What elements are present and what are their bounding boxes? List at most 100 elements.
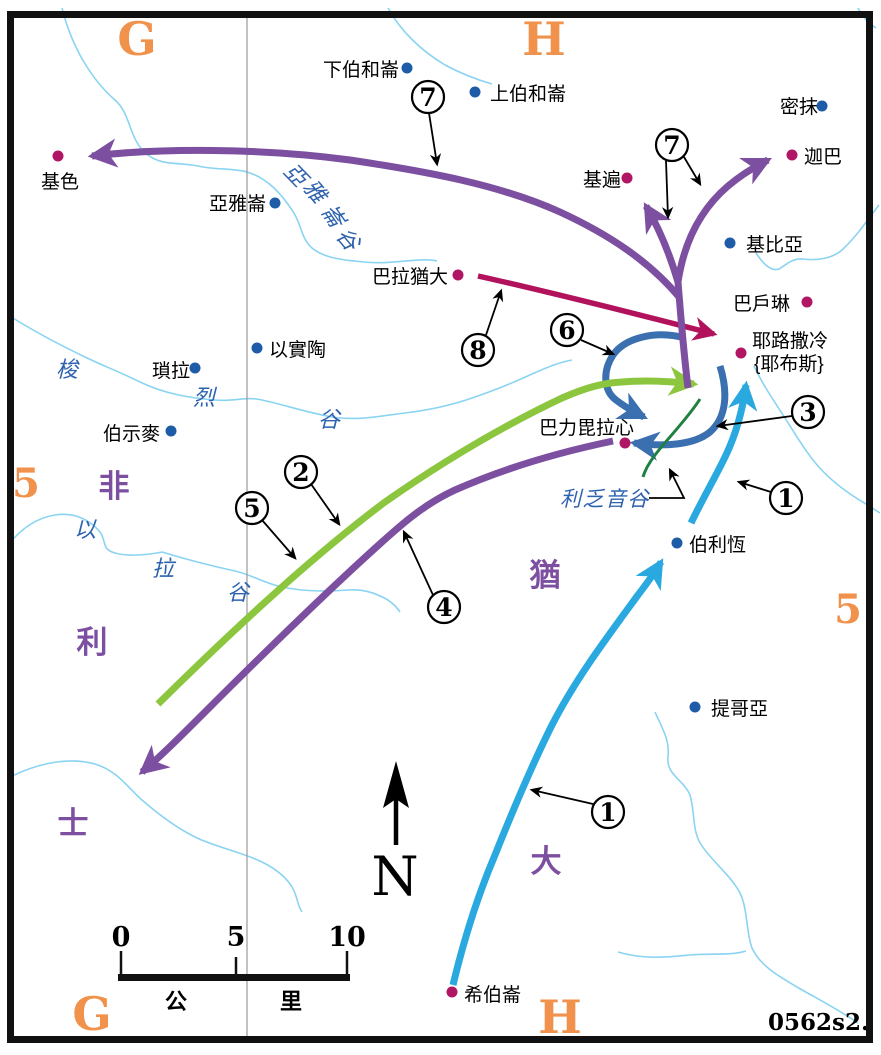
badge-1b-circle bbox=[590, 794, 626, 830]
badge-3-circle bbox=[790, 394, 826, 430]
badge-7b-number: 7 bbox=[663, 131, 680, 160]
city-labels: 基色 下伯和崙 上伯和崙 密抹 迦巴 基遍 基比亞 亞雅崙 巴拉猶大 巴戶琳 耶… bbox=[41, 59, 842, 1006]
badge-7b: 7 bbox=[654, 127, 690, 163]
bahurim-label: 巴戶琳 bbox=[733, 293, 790, 315]
badge-1a-circle bbox=[768, 480, 804, 516]
region-labels: 非 利 士 猶 大 bbox=[58, 469, 562, 879]
gibeon-label: 基遍 bbox=[583, 169, 621, 191]
lower-beth-horon-label: 下伯和崙 bbox=[323, 59, 399, 81]
baalah-judah-label: 巴拉猶大 bbox=[372, 266, 448, 288]
badge-5: 5 bbox=[234, 490, 270, 526]
badge-5-number: 5 bbox=[243, 494, 260, 523]
badge-1a-number: 1 bbox=[777, 484, 794, 513]
grid-h-bottom: H bbox=[538, 990, 581, 1044]
jerusalem-dot bbox=[735, 347, 747, 359]
route-1-bethlehem-jerusalem-arrow bbox=[687, 380, 758, 525]
gibeah-dot bbox=[724, 237, 736, 249]
beth-shemesh-dot bbox=[165, 425, 177, 437]
rivers bbox=[7, 7, 881, 1024]
route-2-5-advance-arrow bbox=[155, 366, 699, 707]
north-indicator: N bbox=[371, 761, 419, 908]
zorah-dot bbox=[189, 362, 201, 374]
badge-3: 3 bbox=[790, 394, 826, 430]
geba-dot bbox=[786, 149, 798, 161]
lower-beth-horon-dot bbox=[401, 62, 413, 74]
pointer-7a bbox=[428, 112, 442, 167]
river-southeast-branch bbox=[617, 950, 747, 959]
baal-perazim-dot bbox=[619, 437, 631, 449]
route-7-gezer-arrow bbox=[87, 138, 683, 301]
grid-g-bottom: G bbox=[72, 987, 111, 1041]
route-7-geba-arrow bbox=[674, 156, 772, 283]
michmash-label: 密抹 bbox=[780, 96, 818, 118]
sorek-valley-char-1: 梭 bbox=[56, 358, 80, 383]
badge-7b-circle bbox=[654, 127, 690, 163]
map-border bbox=[7, 11, 873, 1043]
north-label: N bbox=[371, 845, 418, 908]
badge-1b-number: 1 bbox=[599, 798, 616, 827]
scale-unit-char-1: 公 bbox=[165, 989, 187, 1014]
badge-6-circle bbox=[549, 312, 585, 348]
scale-bar-line bbox=[118, 974, 350, 981]
river-topright bbox=[857, 7, 877, 29]
badge-2-circle bbox=[283, 454, 319, 490]
philistia-char-1: 非 bbox=[99, 469, 130, 504]
scale-num-10: 10 bbox=[328, 922, 366, 953]
badge-7a: 7 bbox=[410, 79, 446, 115]
river-aijalon-valley bbox=[61, 7, 438, 264]
gezer-label: 基色 bbox=[41, 171, 79, 193]
scale-bar: 0 5 10 公 里 bbox=[112, 922, 366, 1014]
river-southwest bbox=[7, 760, 303, 913]
badge-2: 2 bbox=[283, 454, 319, 490]
pointer-6 bbox=[580, 339, 616, 356]
pointer-3 bbox=[715, 415, 793, 431]
upper-beth-horon-dot bbox=[469, 86, 481, 98]
river-southeast bbox=[654, 711, 859, 1024]
badge-4: 4 bbox=[426, 589, 462, 625]
hebron-dot bbox=[446, 986, 458, 998]
baal-perazim-label: 巴力毘拉心 bbox=[539, 417, 634, 439]
scale-num-0: 0 bbox=[112, 922, 131, 953]
valley-labels: 亞 雅 崙 谷 梭 烈 谷 以 拉 谷 利乏音谷 bbox=[56, 159, 649, 606]
pointer-4 bbox=[402, 529, 434, 596]
pointer-5 bbox=[261, 519, 297, 560]
badge-1b: 1 bbox=[590, 794, 626, 830]
baalah-judah-dot bbox=[452, 269, 464, 281]
route-4-flight-arrow bbox=[138, 437, 614, 775]
river-north bbox=[387, 7, 493, 85]
upper-beth-horon-label: 上伯和崙 bbox=[490, 83, 566, 105]
pointer-7b-gibeon bbox=[661, 160, 674, 220]
badge-7a-circle bbox=[410, 79, 446, 115]
badge-7a-number: 7 bbox=[419, 83, 436, 112]
beth-shemesh-label: 伯示麥 bbox=[103, 423, 160, 445]
city-dots bbox=[52, 62, 828, 998]
badge-8: 8 bbox=[460, 332, 496, 368]
philistia-char-3: 士 bbox=[58, 806, 89, 841]
badge-2-number: 2 bbox=[292, 458, 309, 487]
scale-num-5: 5 bbox=[227, 922, 246, 953]
grid-5-right: 5 bbox=[834, 586, 862, 633]
judah-char-1: 猶 bbox=[530, 558, 561, 593]
badge-1a: 1 bbox=[768, 480, 804, 516]
aijalon-valley-char-4: 谷 bbox=[330, 223, 365, 257]
grid-5-left: 5 bbox=[12, 460, 40, 507]
bethlehem-label: 伯利恆 bbox=[689, 534, 746, 556]
sorek-valley-char-3: 谷 bbox=[318, 408, 342, 433]
pointer-2 bbox=[310, 483, 341, 527]
sorek-valley-char-2: 烈 bbox=[193, 386, 218, 411]
tekoa-label: 提哥亞 bbox=[711, 698, 768, 720]
gibeon-dot bbox=[621, 172, 633, 184]
zorah-label: 瑣拉 bbox=[152, 360, 190, 382]
badge-4-circle bbox=[426, 589, 462, 625]
badge-4-number: 4 bbox=[435, 593, 452, 622]
jerusalem-label: 耶路撒冷 bbox=[752, 330, 828, 352]
grid-g-top: G bbox=[117, 12, 156, 66]
badge-8-circle bbox=[460, 332, 496, 368]
pointer-8 bbox=[485, 288, 504, 336]
river-gibeah bbox=[755, 204, 880, 271]
scale-unit-char-2: 里 bbox=[280, 989, 302, 1014]
badge-5-circle bbox=[234, 490, 270, 526]
elah-valley-char-1: 以 bbox=[74, 518, 97, 543]
